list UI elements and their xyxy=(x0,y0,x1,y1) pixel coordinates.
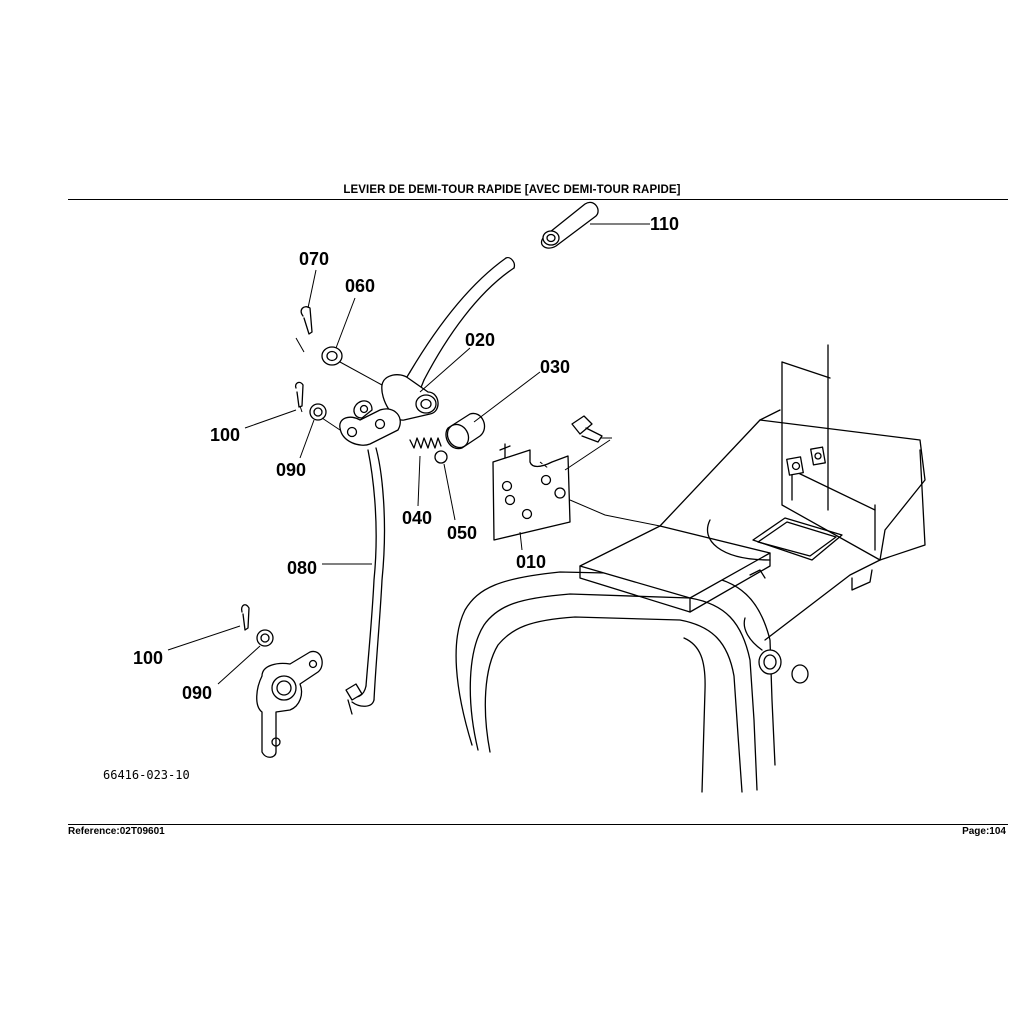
part-label-050: 050 xyxy=(447,523,477,543)
leader-lines xyxy=(167,223,650,685)
figure-code: 66416-023-10 xyxy=(103,768,190,782)
tractor-body-drawing xyxy=(455,344,926,793)
header-divider xyxy=(68,199,1008,200)
footer-divider xyxy=(68,824,1008,825)
part-label-100-upper: 100 xyxy=(210,425,240,445)
part-label-090-upper: 090 xyxy=(276,460,306,480)
part-label-110: 110 xyxy=(650,214,679,234)
parts-drawing xyxy=(240,201,661,758)
part-label-100-lower: 100 xyxy=(133,648,163,668)
part-label-060: 060 xyxy=(345,276,375,296)
page-title: LEVIER DE DEMI-TOUR RAPIDE [AVEC DEMI-TO… xyxy=(343,184,681,196)
part-label-020: 020 xyxy=(465,330,495,350)
part-label-040: 040 xyxy=(402,508,432,528)
part-label-070: 070 xyxy=(299,249,329,269)
part-label-080: 080 xyxy=(287,558,317,578)
reference-text: Reference:02T09601 xyxy=(68,826,165,837)
page-number: Page:104 xyxy=(962,826,1006,837)
part-label-030: 030 xyxy=(540,357,570,377)
part-label-090-lower: 090 xyxy=(182,683,212,703)
part-label-010: 010 xyxy=(516,552,546,572)
